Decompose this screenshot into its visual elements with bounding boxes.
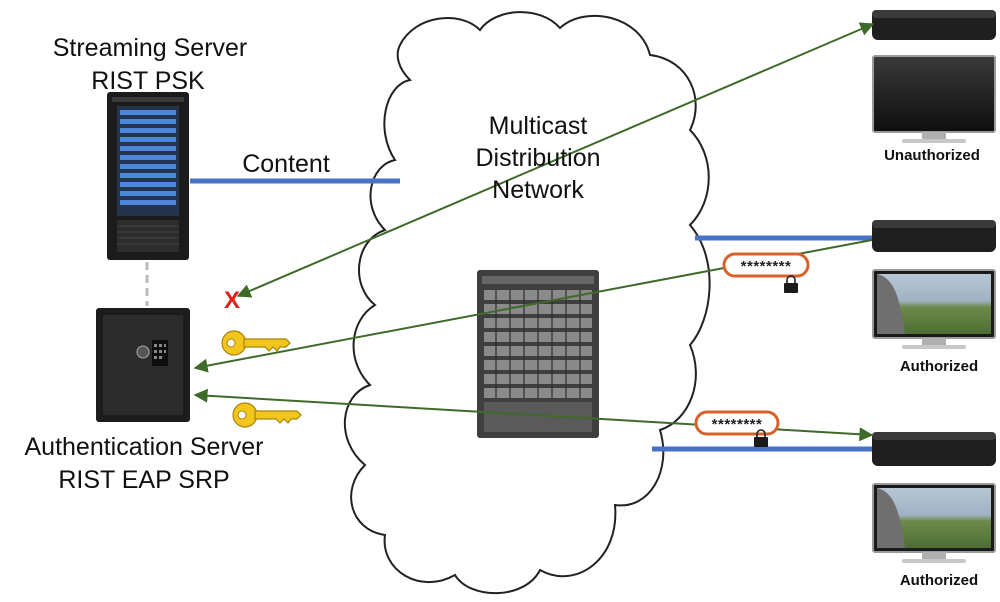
authentication-server-safe <box>96 308 190 422</box>
auth-server-title: Authentication Server <box>24 433 263 461</box>
network-label-line1: Multicast <box>489 112 588 140</box>
content-link-label: Content <box>242 150 330 178</box>
streaming-server-protocol: RIST PSK <box>91 67 205 95</box>
client-2-status: Authorized <box>900 358 978 375</box>
streaming-server-rack <box>107 92 189 260</box>
password-badge-1: ******** <box>722 252 810 278</box>
password-text: ******** <box>741 258 792 275</box>
password-text: ******** <box>712 416 763 433</box>
padlock-icon <box>784 275 798 293</box>
padlock-icon <box>754 429 768 447</box>
tv-authorized-1 <box>872 269 996 349</box>
deny-x-mark: X <box>224 287 240 314</box>
tv-authorized-2 <box>872 483 996 563</box>
set-top-box-3 <box>872 432 996 466</box>
network-label-line3: Network <box>492 176 584 204</box>
password-badge-2: ******** <box>694 410 780 436</box>
key-icon <box>221 330 291 356</box>
auth-server-protocol: RIST EAP SRP <box>58 466 229 494</box>
client-3-status: Authorized <box>900 572 978 589</box>
tv-unauthorized <box>872 55 996 143</box>
set-top-box-1 <box>872 10 996 40</box>
client-1-status: Unauthorized <box>884 147 980 164</box>
network-label-line2: Distribution <box>475 144 600 172</box>
set-top-box-2 <box>872 220 996 252</box>
unauthorized-request-arrow <box>236 22 875 298</box>
streaming-server-title: Streaming Server <box>53 34 248 62</box>
key-icon <box>232 402 302 428</box>
